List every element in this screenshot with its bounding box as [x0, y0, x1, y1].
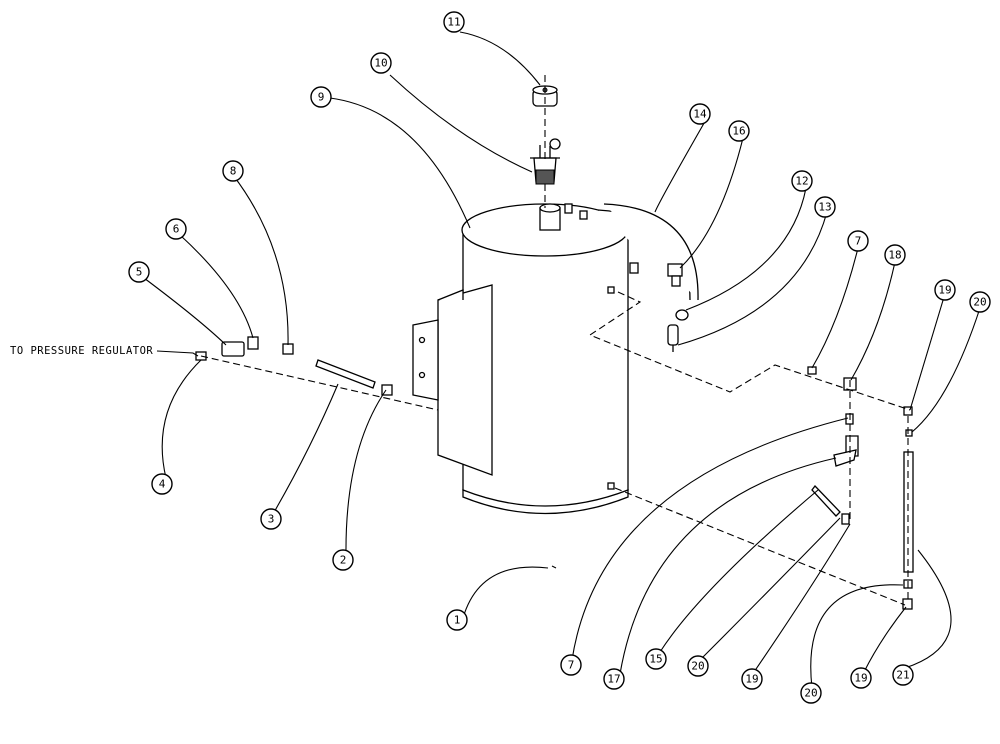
svg-text:7: 7	[855, 235, 862, 248]
leader-lines	[143, 31, 981, 689]
callout-1: 1	[446, 609, 468, 631]
callout-8: 8	[222, 160, 244, 182]
svg-text:14: 14	[693, 108, 707, 121]
callout-21: 21	[892, 664, 914, 686]
callout-19-bottom: 19	[850, 667, 872, 689]
callout-19-mid: 19	[741, 668, 763, 690]
callout-20-bottom: 20	[800, 682, 822, 704]
note-text: TO PRESSURE REGULATOR	[10, 345, 153, 357]
svg-text:5: 5	[136, 266, 143, 279]
svg-text:9: 9	[318, 91, 325, 104]
svg-text:19: 19	[938, 284, 951, 297]
svg-text:6: 6	[173, 223, 180, 236]
callout-10: 10	[370, 52, 392, 74]
svg-text:21: 21	[896, 669, 909, 682]
svg-text:19: 19	[854, 672, 867, 685]
svg-text:10: 10	[374, 57, 387, 70]
part-13-valve	[667, 324, 679, 352]
note-pressure-regulator: TO PRESSURE REGULATOR	[10, 345, 199, 357]
callout-17: 17	[603, 668, 625, 690]
pressure-tank	[461, 203, 639, 515]
svg-text:8: 8	[230, 165, 237, 178]
svg-text:20: 20	[804, 687, 817, 700]
svg-text:1: 1	[454, 614, 461, 627]
callout-19-top: 19	[934, 279, 956, 301]
callout-2: 2	[332, 549, 354, 571]
callout-13: 13	[814, 196, 836, 218]
callout-4: 4	[151, 473, 173, 495]
part-12-nut	[675, 309, 689, 321]
callout-20-top: 20	[969, 291, 991, 313]
svg-text:19: 19	[745, 673, 758, 686]
svg-text:20: 20	[691, 660, 704, 673]
callouts: 11 10 9 14 16 12 13 7 18 19 20 8 6 5 4 3…	[128, 11, 991, 704]
svg-text:17: 17	[607, 673, 620, 686]
left-fitting-assembly	[195, 336, 393, 396]
callout-14: 14	[689, 103, 711, 125]
svg-text:4: 4	[159, 478, 166, 491]
callout-16: 16	[728, 120, 750, 142]
svg-text:7: 7	[568, 659, 575, 672]
callout-5: 5	[128, 261, 150, 283]
mounting-bracket	[412, 284, 493, 476]
part-10-valve	[530, 138, 561, 185]
callout-12: 12	[791, 170, 813, 192]
svg-text:13: 13	[818, 201, 831, 214]
svg-text:18: 18	[888, 249, 901, 262]
svg-text:2: 2	[340, 554, 347, 567]
callout-9: 9	[310, 86, 332, 108]
connection-lines	[200, 75, 911, 606]
callout-3: 3	[260, 508, 282, 530]
callout-11: 11	[443, 11, 465, 33]
svg-text:16: 16	[732, 125, 745, 138]
part-16-elbow	[667, 263, 683, 287]
svg-text:3: 3	[268, 513, 275, 526]
svg-text:11: 11	[447, 16, 460, 29]
callout-7-top: 7	[847, 230, 869, 252]
svg-text:12: 12	[795, 175, 808, 188]
callout-7-bottom: 7	[560, 654, 582, 676]
svg-text:15: 15	[649, 653, 662, 666]
callout-20-mid: 20	[687, 655, 709, 677]
callout-15: 15	[645, 648, 667, 670]
callout-6: 6	[165, 218, 187, 240]
svg-text:20: 20	[973, 296, 986, 309]
callout-18: 18	[884, 244, 906, 266]
